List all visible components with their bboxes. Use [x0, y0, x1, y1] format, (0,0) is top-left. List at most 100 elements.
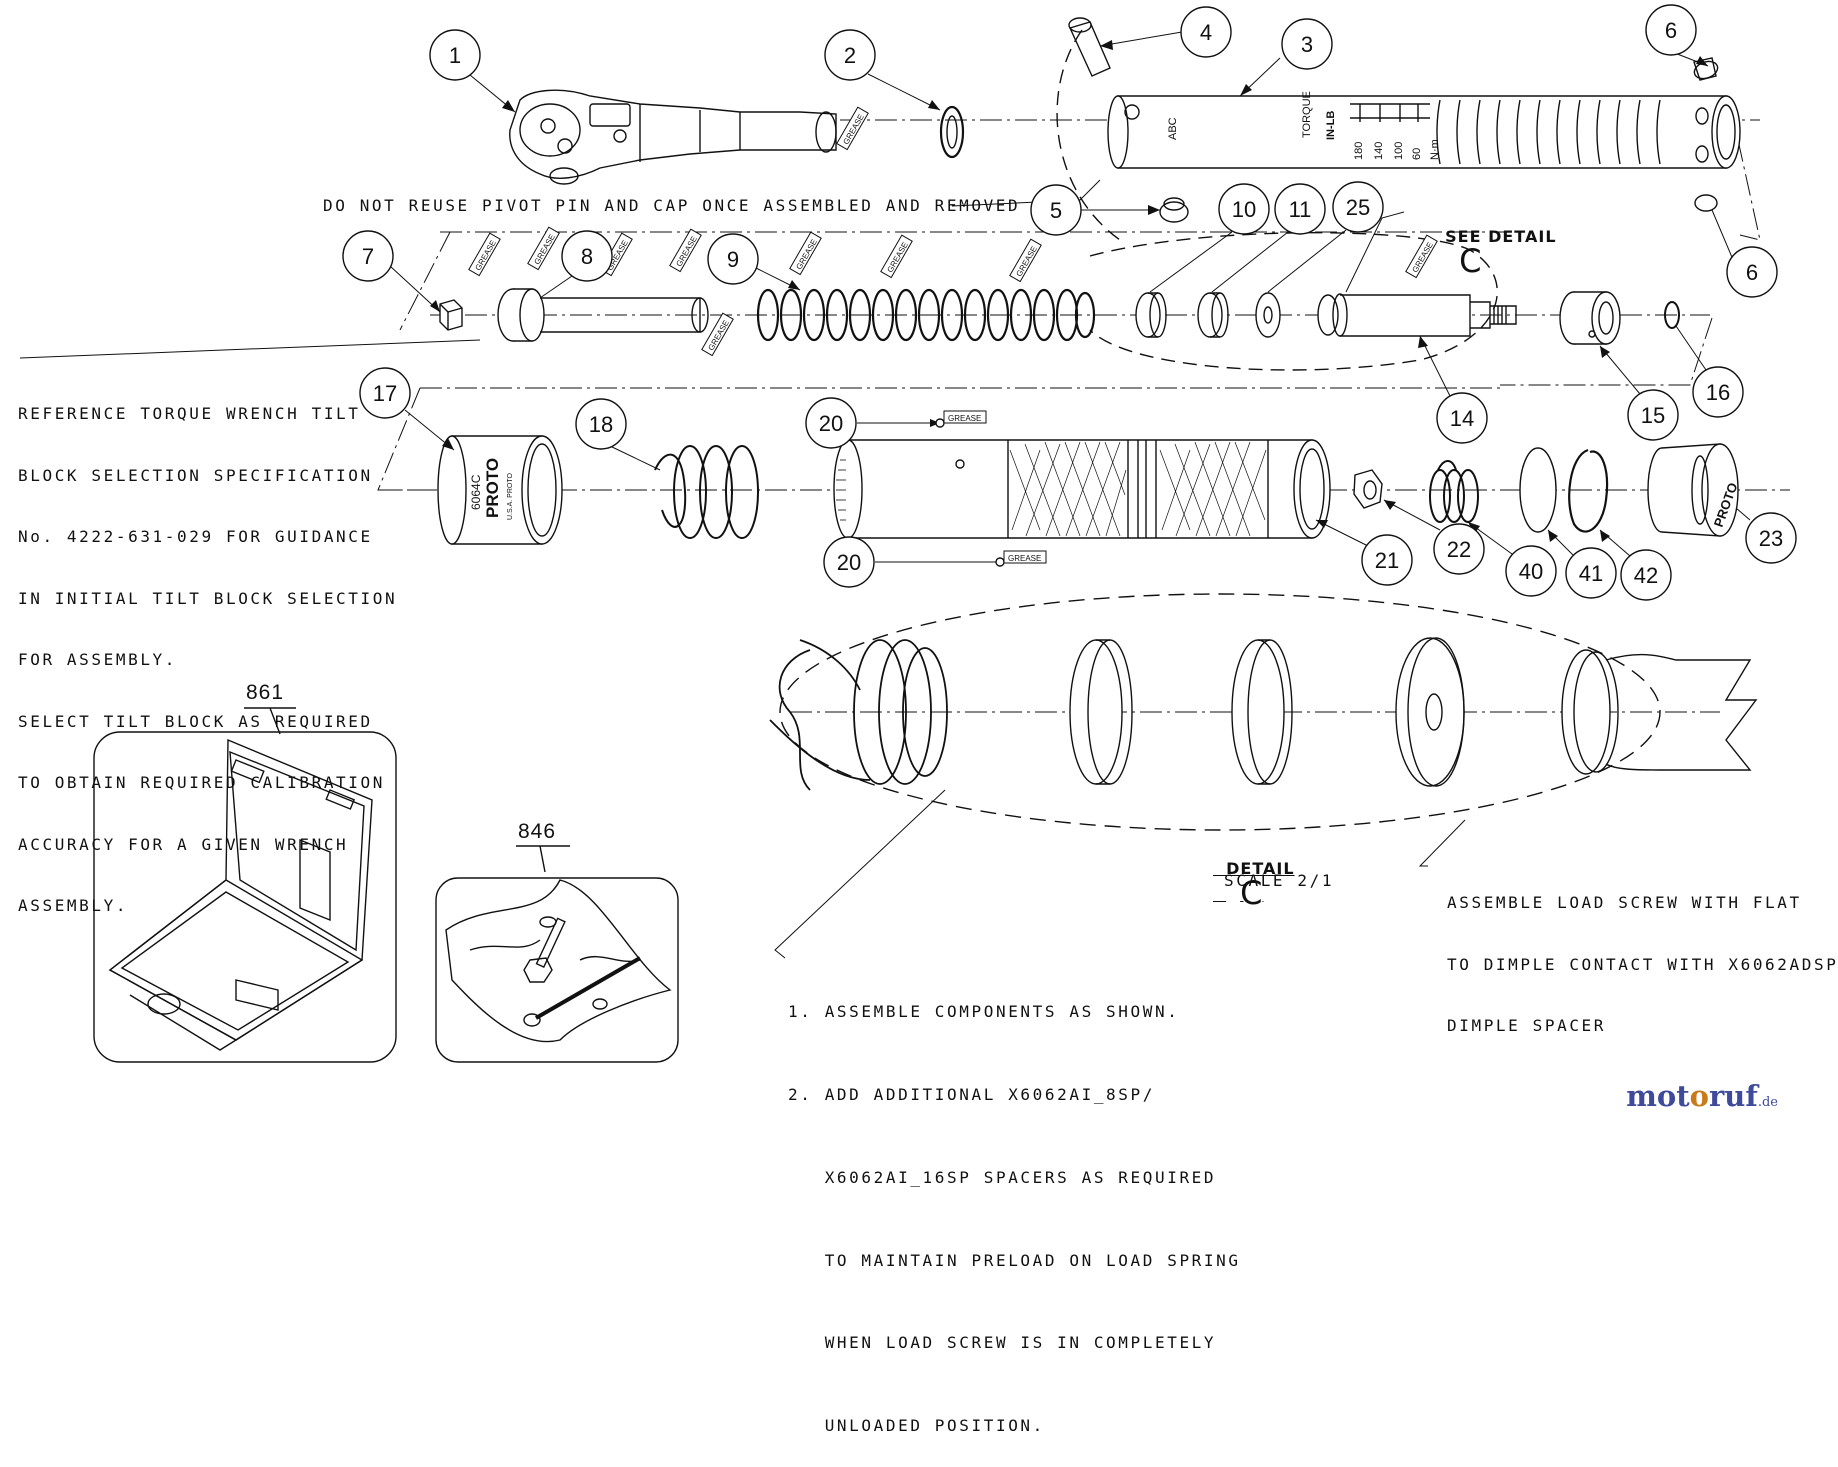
coil-spring-part-18 [654, 445, 759, 539]
grip-part-20 [833, 439, 1331, 539]
callout-circle [1332, 181, 1384, 233]
callout-16: 16 [1692, 366, 1744, 418]
pivot-cap-part-5 [1159, 197, 1189, 223]
callout-25: 25 [1332, 181, 1384, 233]
callout-circle [1726, 246, 1778, 298]
callout-8: 8 [561, 230, 613, 282]
washer-part-2 [939, 105, 965, 159]
callout-number: 41 [1579, 561, 1603, 586]
reference-line: No. 4222-631-029 FOR GUIDANCE [18, 527, 373, 546]
load-spring-part-9 [756, 288, 1096, 342]
small-spring-part-22 [1429, 460, 1479, 523]
callout-circle [1433, 523, 1485, 575]
assembly-line: 2. ADD ADDITIONAL X6062AI_8SP/ [788, 1084, 1155, 1104]
washer-part-16 [1664, 301, 1680, 329]
callout-20a: 20 [805, 397, 857, 449]
callout-number: 7 [362, 244, 374, 269]
see-detail-label: SEE DETAIL C [1432, 206, 1557, 278]
callout-18: 18 [575, 398, 627, 450]
callout-14: 14 [1436, 392, 1488, 444]
kit-861-label: 861 [246, 681, 285, 704]
callout-circle [342, 230, 394, 282]
callout-number: 42 [1634, 563, 1658, 588]
callout-circle [1620, 549, 1672, 601]
exploded-parts-diagram: TORQUE IN-LB ABC 180 140 100 60 N·m 6064… [19, 4, 1797, 1063]
assembly-line: WHEN LOAD SCREW IS IN COMPLETELY [788, 1333, 1217, 1353]
watermark-logo: motoruf.de [1626, 1079, 1778, 1113]
callout-number: 23 [1759, 526, 1783, 551]
callout-circle [1274, 183, 1326, 235]
grease-text: GREASE [1008, 554, 1041, 563]
callout-number: 9 [727, 247, 739, 272]
detail-c-screw [1561, 649, 1758, 775]
detail-c-region-ellipse [1089, 232, 1498, 371]
callout-6b: 6 [1726, 246, 1778, 298]
handle-tick-140: 140 [1373, 142, 1385, 160]
grease-tag: GREASE [836, 106, 869, 151]
callout-circle [1627, 389, 1679, 441]
callout-5: 5 [1030, 184, 1082, 236]
callout-17: 17 [359, 367, 411, 419]
callout-circle [1030, 184, 1082, 236]
callout-23: 23 [1745, 512, 1797, 564]
retaining-ring-part-42 [1568, 448, 1609, 533]
callout-42: 42 [1620, 549, 1672, 601]
reference-line: ACCURACY FOR A GIVEN WRENCH [18, 834, 349, 854]
grip-mark-sub: U.S.A. PROTO [507, 473, 514, 520]
handle-mark-unit: IN-LB [1325, 111, 1337, 140]
tilt-sleeve-part-17 [437, 435, 563, 545]
collar-part-15 [1559, 291, 1621, 345]
kit-861-panel [93, 707, 397, 1063]
callout-number: 25 [1346, 195, 1370, 220]
callout-2: 2 [824, 29, 876, 81]
assembly-note: 1. ASSEMBLE COMPONENTS AS SHOWN. 2. ADD … [788, 943, 1241, 1467]
callout-10: 10 [1218, 183, 1270, 235]
callout-circle [1745, 512, 1797, 564]
grease-text: GREASE [948, 414, 981, 423]
callout-number: 11 [1289, 197, 1312, 222]
callout-circle [805, 397, 857, 449]
callout-number: 4 [1200, 20, 1212, 45]
reference-line: BLOCK SELECTION SPECIFICATION [18, 465, 373, 485]
load-screw-note: ASSEMBLE LOAD SCREW WITH FLAT TO DIMPLE … [1447, 852, 1838, 1057]
assembly-line: TO MAINTAIN PRELOAD ON LOAD SPRING [788, 1250, 1241, 1270]
callout-number: 3 [1301, 32, 1313, 57]
grip-scale-marks [836, 459, 846, 521]
grease-tag: GREASE [1009, 238, 1042, 283]
reference-note: REFERENCE TORQUE WRENCH TILT BLOCK SELEC… [18, 363, 397, 937]
grip-mark-brand: PROTO [483, 458, 502, 518]
watermark-part: o [1689, 1079, 1709, 1113]
callout-circle [1180, 6, 1232, 58]
callout-9: 9 [707, 233, 759, 285]
callout-circle [1436, 392, 1488, 444]
leader-arrowheads [430, 40, 1708, 542]
pivot-warning-note: DO NOT REUSE PIVOT PIN AND CAP ONCE ASSE… [323, 196, 1021, 215]
load-screw-line: ASSEMBLE LOAD SCREW WITH FLAT [1447, 893, 1802, 912]
detail-c-spring [769, 639, 948, 791]
assembly-line: UNLOADED POSITION. [788, 1416, 1045, 1436]
callout-circle [1281, 18, 1333, 70]
grease-tag: GREASE [789, 231, 822, 276]
callout-circle [1218, 183, 1270, 235]
handle-mark-torque: TORQUE [1301, 91, 1313, 138]
callout-4: 4 [1180, 6, 1232, 58]
callout-number: 20 [837, 550, 861, 575]
watermark-part: mot [1626, 1079, 1690, 1113]
callout-circle [575, 398, 627, 450]
callout-6a: 6 [1645, 4, 1697, 56]
callout-1: 1 [429, 29, 481, 81]
grease-tag: GREASE [1003, 550, 1047, 564]
callout-number: 2 [844, 43, 856, 68]
callout-number: 1 [449, 43, 461, 68]
load-screw-line: DIMPLE SPACER [1447, 1016, 1607, 1035]
grease-tag: GREASE [468, 232, 501, 277]
callout-11: 11 [1274, 183, 1326, 235]
callout-circle [1645, 4, 1697, 56]
callout-circle [823, 536, 875, 588]
pivot-dashed-ellipse [1056, 29, 1121, 241]
end-cap-part-23 [1647, 443, 1739, 537]
reference-line: TO OBTAIN REQUIRED CALIBRATION [18, 773, 385, 792]
handle-tick-100: 100 [1393, 142, 1405, 160]
callout-number: 6 [1665, 18, 1677, 43]
